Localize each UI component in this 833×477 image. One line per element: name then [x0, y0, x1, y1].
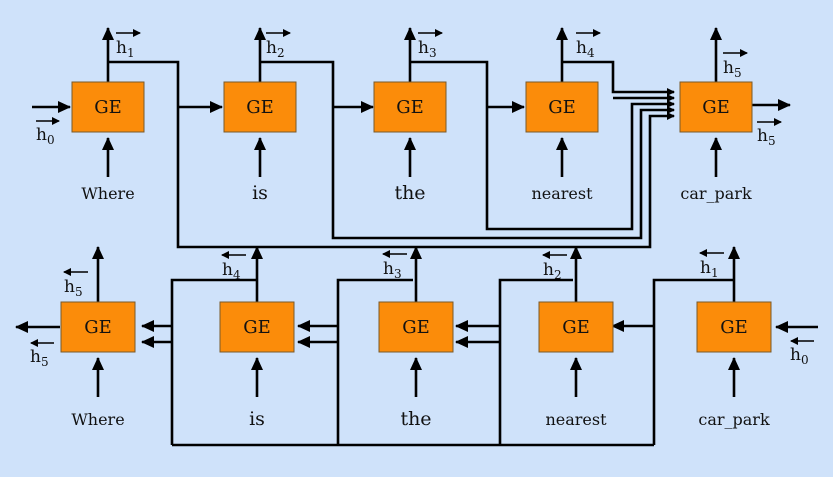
- ge-box: [60, 301, 136, 353]
- ge-box: [696, 301, 772, 353]
- input-word: nearest: [545, 410, 607, 429]
- forward-final-state: h5: [757, 118, 782, 148]
- input-word: car_park: [680, 184, 752, 203]
- ge-cell: GE the h3: [378, 246, 454, 430]
- backward-final-state: h5: [30, 339, 54, 369]
- input-word: Where: [81, 184, 134, 203]
- ge-label: GE: [562, 317, 590, 338]
- hidden-state-label: h4: [221, 251, 246, 282]
- ge-box: [71, 81, 145, 133]
- hidden-state-label: h1: [699, 249, 724, 280]
- hidden-state-label: h2: [266, 29, 291, 60]
- svg-text:h1: h1: [116, 38, 135, 60]
- svg-text:h4: h4: [222, 260, 241, 282]
- ge-label: GE: [94, 97, 122, 118]
- svg-text:h5: h5: [723, 58, 742, 80]
- hidden-state-label: h4: [576, 29, 601, 60]
- svg-text:h1: h1: [700, 258, 719, 280]
- ge-cell: GE is h2: [223, 27, 297, 204]
- ge-cell: GE is h4: [219, 246, 295, 430]
- ge-box: [223, 81, 297, 133]
- input-word: is: [252, 182, 268, 204]
- ge-cell: GE car_park h1: [696, 246, 772, 429]
- input-word: nearest: [531, 184, 593, 203]
- ge-box: [373, 81, 447, 133]
- ge-label: GE: [84, 317, 112, 338]
- ge-box: [219, 301, 295, 353]
- ge-label: GE: [702, 97, 730, 118]
- backward-connections: [15, 278, 818, 447]
- backward-row: GEWhereh5GEish4GEtheh3GEnearesth2GEcar_p…: [60, 246, 772, 430]
- input-word: the: [400, 408, 431, 430]
- svg-text:h3: h3: [418, 38, 437, 60]
- hidden-state-label: h1: [116, 29, 141, 60]
- ge-label: GE: [720, 317, 748, 338]
- hidden-state-label: h5: [63, 268, 88, 299]
- ge-cell: GE Where h5: [60, 246, 136, 429]
- input-word: is: [249, 408, 265, 430]
- svg-text:h2: h2: [266, 38, 285, 60]
- svg-text:h5: h5: [757, 126, 776, 148]
- ge-label: GE: [243, 317, 271, 338]
- ge-cell: GE Where h1: [71, 27, 145, 203]
- svg-text:h5: h5: [64, 277, 83, 299]
- ge-box: [378, 301, 454, 353]
- forward-initial-state: h0: [36, 117, 60, 147]
- svg-text:h2: h2: [543, 260, 562, 282]
- input-word: car_park: [698, 410, 770, 429]
- ge-label: GE: [402, 317, 430, 338]
- ge-label: GE: [246, 97, 274, 118]
- input-word: the: [394, 182, 425, 204]
- ge-cell: GE the h3: [373, 27, 447, 204]
- ge-cell: GE nearest h2: [538, 246, 614, 429]
- ge-label: GE: [396, 97, 424, 118]
- hidden-state-label: h3: [418, 29, 443, 60]
- hidden-state-label: h5: [723, 49, 748, 80]
- ge-box: [538, 301, 614, 353]
- backward-initial-state: h0: [790, 337, 814, 367]
- ge-cell: GE nearest h4: [525, 27, 601, 203]
- ge-cell: GE car_park h5: [679, 27, 753, 203]
- ge-box: [525, 81, 599, 133]
- hidden-state-label: h3: [382, 250, 407, 281]
- ge-box: [679, 81, 753, 133]
- ge-label: GE: [548, 97, 576, 118]
- svg-text:h3: h3: [383, 259, 402, 281]
- svg-text:h5: h5: [30, 347, 49, 369]
- svg-text:h0: h0: [36, 125, 55, 147]
- svg-text:h0: h0: [790, 345, 809, 367]
- hidden-state-label: h2: [542, 251, 567, 282]
- svg-text:h4: h4: [576, 38, 595, 60]
- input-word: Where: [71, 410, 124, 429]
